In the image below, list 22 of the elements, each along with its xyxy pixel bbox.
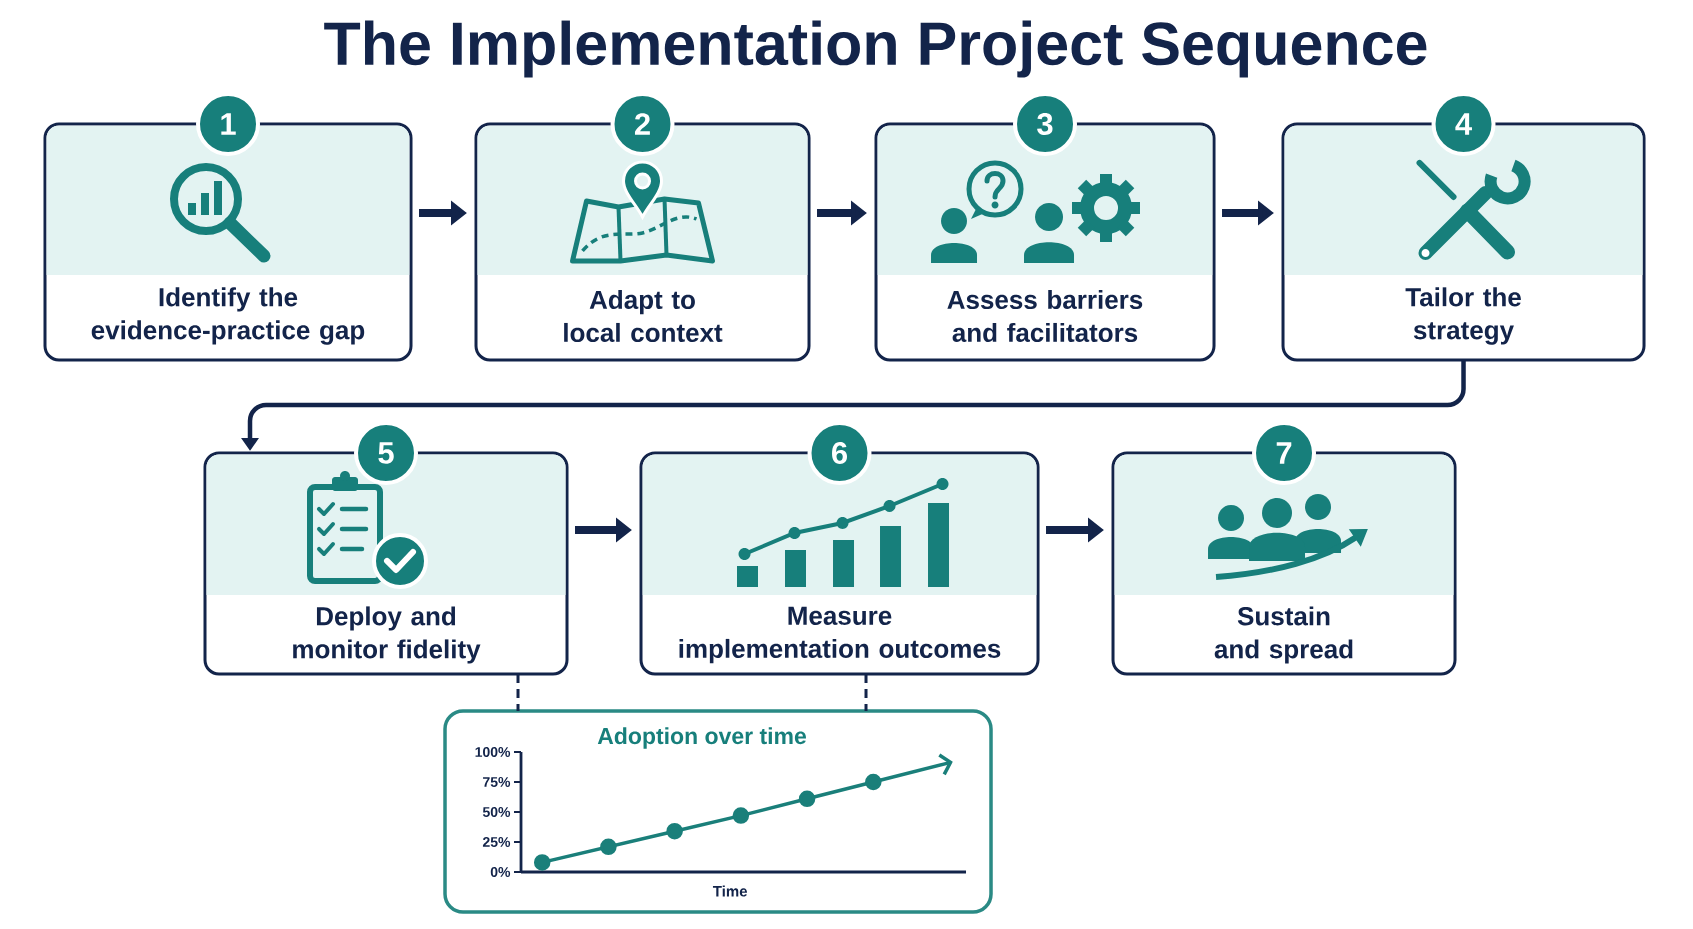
dashed-line	[864, 674, 868, 711]
number-badge: 4	[1431, 92, 1496, 156]
point	[732, 807, 750, 824]
point	[533, 854, 551, 871]
y-tick-label: 25%	[482, 837, 511, 847]
number-badge: 5	[354, 421, 418, 485]
number-badge: 6	[807, 421, 872, 485]
x-axis-title: Time	[712, 885, 748, 897]
number-badge: 2	[610, 92, 675, 156]
number-badge: 1	[196, 92, 260, 156]
number-badge: 7	[1252, 421, 1316, 485]
point	[600, 838, 617, 856]
point	[798, 790, 816, 808]
y-tick-label: 100%	[475, 747, 511, 757]
title: The Implementation Project Sequence	[324, 20, 1427, 78]
number-badge: 3	[1013, 92, 1077, 156]
point	[666, 822, 683, 840]
dashed-line	[516, 674, 520, 711]
point	[865, 773, 882, 791]
y-tick-label: 75%	[483, 777, 511, 787]
y-tick-label: 50%	[482, 807, 511, 817]
y-tick-label: 0%	[490, 867, 511, 877]
